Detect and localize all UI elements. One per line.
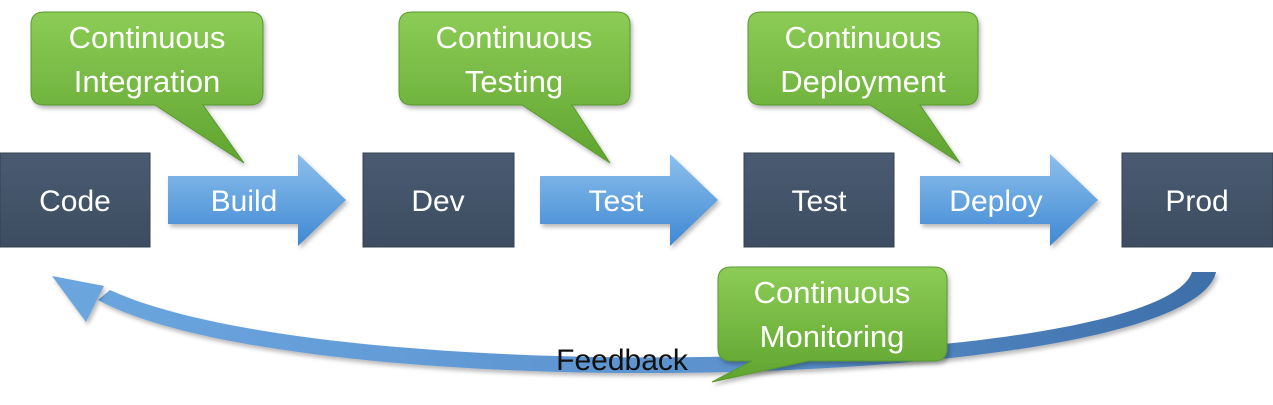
stage-prod: Prod (1121, 152, 1273, 248)
callout-line2: Testing (465, 64, 563, 99)
arrow-label: Deploy (949, 185, 1042, 218)
block-arrow (540, 154, 718, 246)
feedback-label: Feedback (556, 344, 689, 377)
stage-label: Dev (411, 185, 464, 218)
callout-bubble (747, 11, 979, 164)
arrow-label: Test (588, 185, 644, 218)
callout-continuous-testing: Continuous Testing (398, 11, 631, 164)
callout-line2: Monitoring (760, 319, 905, 354)
stage-label: Code (39, 185, 111, 218)
arrow-label: Build (211, 185, 278, 218)
feedback-arrowhead (52, 276, 104, 322)
callout-continuous-integration: Continuous Integration (30, 11, 264, 164)
callout-line1: Continuous (754, 275, 911, 310)
callout-line1: Continuous (436, 20, 593, 55)
stage-test: Test (743, 152, 895, 248)
stage-code: Code (0, 152, 151, 248)
callout-line1: Continuous (785, 20, 942, 55)
stage-box (743, 152, 895, 248)
callout-line2: Deployment (780, 64, 946, 99)
stage-box (362, 152, 515, 248)
stage-label: Prod (1165, 185, 1228, 218)
callout-line2: Integration (74, 64, 221, 99)
arrow-build: Build (168, 154, 346, 246)
block-arrow (168, 154, 346, 246)
block-arrow (920, 154, 1098, 246)
callout-bubble (711, 266, 948, 383)
callout-bubble (30, 11, 264, 164)
callout-continuous-monitoring: Continuous Monitoring (711, 266, 948, 383)
arrow-test: Test (540, 154, 718, 246)
callout-line1: Continuous (69, 20, 226, 55)
callout-bubble (398, 11, 631, 164)
arrow-deploy: Deploy (920, 154, 1098, 246)
stage-box (1121, 152, 1273, 248)
stage-box (0, 152, 151, 248)
stage-label: Test (791, 185, 847, 218)
stage-dev: Dev (362, 152, 515, 248)
callout-continuous-deployment: Continuous Deployment (747, 11, 979, 164)
